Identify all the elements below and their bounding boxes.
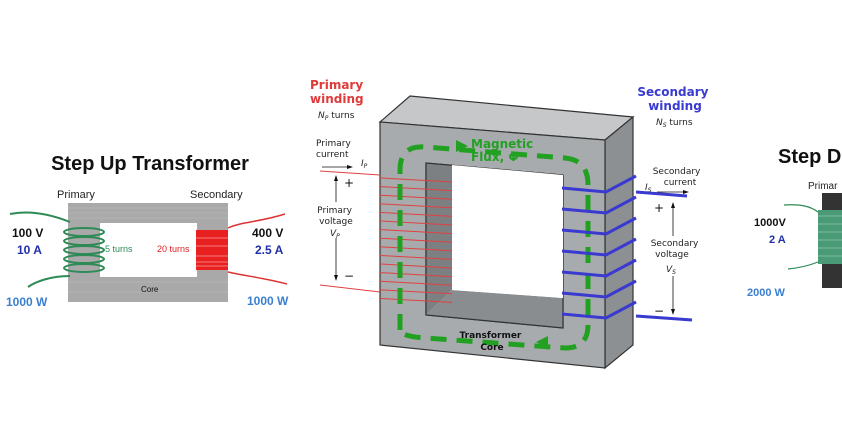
primary-turns-label: NP turns [318,111,355,122]
primary-winding-turn [379,177,453,183]
primary-winding-turn [379,220,453,226]
left-core-label: Core [141,285,159,294]
left-primary-label: Primary [57,189,95,201]
secondary-winding-turn [561,216,637,236]
step-down-transformer-panel: Step D Primar 1000V 2 A 2000 W [747,146,842,299]
transformer-core-label: Transformer Core [459,331,524,353]
primary-winding-turn [379,297,453,303]
primary-minus: − [344,269,354,283]
secondary-winding-turn [561,279,637,299]
primary-coil [9,211,105,288]
primary-winding-label: Primary winding [310,78,367,106]
primary-winding-turn [379,237,453,243]
right-primary-voltage: 1000V [754,217,786,229]
right-title: Step D [778,146,841,168]
secondary-winding-turn [561,174,637,194]
secondary-voltage-symbol: VS [666,265,676,276]
right-primary-coil [818,210,842,264]
secondary-winding-turn [561,195,637,215]
secondary-plus: + [654,201,664,215]
secondary-voltage-label: Secondary voltage [651,239,702,260]
primary-winding-turn [379,246,453,252]
secondary-winding-coils [561,174,637,320]
flux-arrow-left-icon [536,336,548,348]
secondary-lead-bottom [635,314,693,322]
primary-winding-turn [379,272,453,278]
secondary-current-label: Secondary current [653,167,704,188]
primary-lead-bottom [319,284,381,293]
secondary-winding-turn [561,300,637,320]
left-primary-power: 1000 W [6,295,48,309]
transformer-3d-panel: Primary winding NP turns Primary current… [310,78,712,370]
secondary-lead-top [635,190,688,198]
primary-winding-turn [379,289,453,295]
left-primary-voltage: 100 V [12,226,43,240]
left-core [68,203,228,302]
primary-winding-turn [379,280,453,286]
left-secondary-voltage: 400 V [252,226,283,240]
primary-winding-turn [379,211,453,217]
secondary-winding-turn [561,258,637,278]
core-window [452,165,563,298]
primary-winding-coils [379,177,453,303]
left-primary-current: 10 A [17,243,42,257]
secondary-minus: − [654,304,664,318]
window-bottom-wall [426,290,563,328]
primary-voltage-label: Primary voltage [317,206,355,227]
secondary-winding-turn [561,237,637,257]
primary-winding-turn [379,229,453,235]
secondary-coil [196,213,288,285]
magnetic-flux-label: Magnetic Flux, Φ [471,137,537,164]
right-primary-current: 2 A [769,234,786,246]
primary-winding-turn [379,254,453,260]
primary-voltage-symbol: VP [330,229,340,240]
secondary-winding-label: Secondary winding [637,85,712,113]
core-laminations [68,207,228,293]
primary-winding-turn [379,186,453,192]
step-up-transformer-panel: Step Up Transformer Primary Secondary 10… [6,153,289,309]
left-secondary-label: Secondary [190,189,243,201]
left-secondary-turns: 20 turns [157,244,190,254]
left-secondary-power: 1000 W [247,294,289,308]
primary-winding-turn [379,263,453,269]
left-title: Step Up Transformer [51,153,249,175]
primary-winding-turn [379,203,453,209]
window-left-wall [426,163,452,315]
right-primary-power: 2000 W [747,287,786,299]
left-secondary-current: 2.5 A [255,243,284,257]
secondary-current-symbol: IS [645,183,652,194]
flux-arrow-right-icon [456,140,468,152]
primary-lead-top [319,170,381,176]
primary-current-label: Primary current [316,139,354,160]
primary-current-symbol: IP [361,159,368,170]
secondary-turns-label: NS turns [656,118,693,129]
primary-plus: + [344,176,354,190]
primary-winding-turn [379,194,453,200]
flux-path [397,144,591,351]
left-primary-turns: 5 turns [105,244,133,254]
right-primary-label: Primar [808,181,838,192]
